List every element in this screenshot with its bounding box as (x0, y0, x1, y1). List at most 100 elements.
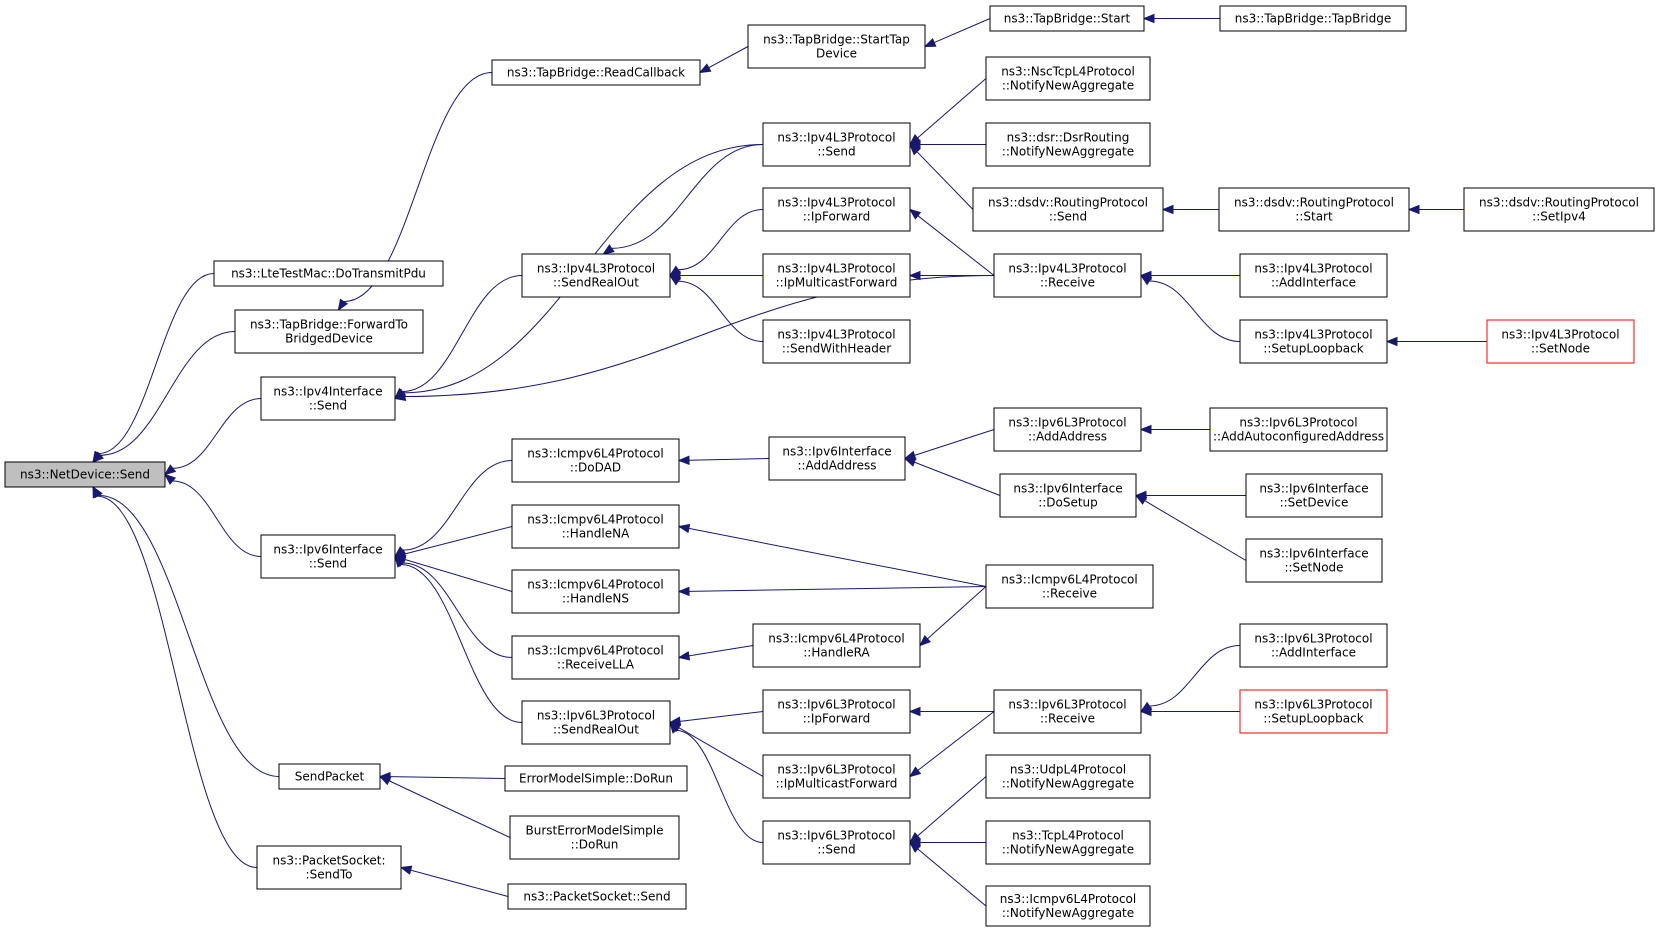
edge-icmpv6l4-handlens-to-icmpv6l4-receive (677, 586, 987, 597)
node-label-line: ns3::Ipv6L3Protocol (777, 763, 895, 777)
node-ipv6l3-sendrealout[interactable]: ns3::Ipv6L3Protocol::SendRealOut (521, 700, 671, 745)
node-label-line: ::SetupLoopback (1263, 342, 1363, 356)
node-label-line: ns3::Ipv6Interface (1013, 482, 1122, 496)
node-tapbridge-readcallback[interactable]: ns3::TapBridge::ReadCallback (491, 59, 701, 86)
node-label-line: ns3::Icmpv6L4Protocol (527, 447, 663, 461)
node-label-line: ns3::TapBridge::ReadCallback (507, 66, 685, 80)
node-sendpacket[interactable]: SendPacket (278, 763, 381, 790)
node-ltetestmac-dotransmitpdu[interactable]: ns3::LteTestMac::DoTransmitPdu (213, 260, 444, 287)
node-label-line: ::SetNode (1284, 561, 1343, 575)
node-label-line: ns3::Ipv4Interface (273, 385, 382, 399)
node-label-line: ::HandleRA (803, 646, 870, 660)
node-label-line: ::ReceiveLLA (557, 658, 635, 672)
node-ipv6interface-addaddress[interactable]: ns3::Ipv6Interface::AddAddress (768, 436, 906, 481)
node-label-line: ::SetNode (1531, 342, 1590, 356)
node-box (762, 122, 911, 167)
node-label-line: ns3::Ipv4L3Protocol (777, 262, 895, 276)
node-ipv4l3-setnode[interactable]: ns3::Ipv4L3Protocol::SetNode (1486, 319, 1635, 364)
node-box (993, 689, 1142, 734)
node-packetsocket-send[interactable]: ns3::PacketSocket::Send (507, 883, 687, 910)
edge-ipv4l3-send-to-dsrrouting-notifynewaggregate (908, 139, 986, 150)
node-ipv4l3-send[interactable]: ns3::Ipv4L3Protocol::Send (762, 122, 911, 167)
node-icmpv6l4-notifynewaggregate[interactable]: ns3::Icmpv6L4Protocol::NotifyNewAggregat… (985, 885, 1151, 927)
node-errormodelsimple-dorun[interactable]: ErrorModelSimple::DoRun (504, 765, 688, 792)
node-label-line: ::Send (817, 843, 855, 857)
node-tcpl4-notifynewaggregate[interactable]: ns3::TcpL4Protocol::NotifyNewAggregate (985, 820, 1151, 865)
node-bursterrormodelsimple-dorun[interactable]: BurstErrorModelSimple::DoRun (509, 815, 680, 860)
node-tapbridge-start[interactable]: ns3::TapBridge::Start (989, 5, 1145, 32)
node-ipv4l3-setuploopback[interactable]: ns3::Ipv4L3Protocol::SetupLoopback (1239, 319, 1388, 364)
node-icmpv6l4-receive[interactable]: ns3::Icmpv6L4Protocol::Receive (985, 564, 1154, 609)
node-ipv4l3-receive[interactable]: ns3::Ipv4L3Protocol::Receive (993, 253, 1142, 298)
node-ipv4l3-sendrealout[interactable]: ns3::Ipv4L3Protocol::SendRealOut (521, 253, 671, 298)
node-icmpv6l4-dodad[interactable]: ns3::Icmpv6L4Protocol::DoDAD (511, 438, 680, 483)
node-label-line: ns3::Ipv6Interface (273, 543, 382, 557)
edge-sendpacket-to-errormodelsimple-dorun (378, 771, 506, 782)
node-label-line: ::IpForward (803, 210, 871, 224)
node-icmpv6l4-handlera[interactable]: ns3::Icmpv6L4Protocol::HandleRA (752, 623, 921, 668)
node-ipv4l3-sendwithheader[interactable]: ns3::Ipv4L3Protocol::SendWithHeader (762, 319, 911, 364)
node-icmpv6l4-handlena[interactable]: ns3::Icmpv6L4Protocol::HandleNA (511, 504, 680, 549)
node-box (234, 309, 424, 354)
node-ipv6l3-send[interactable]: ns3::Ipv6L3Protocol::Send (762, 820, 911, 865)
node-box (260, 376, 396, 421)
node-label-line: ns3::LteTestMac::DoTransmitPdu (231, 267, 426, 281)
edge-ipv6l3-send-to-icmpv6l4-notifynewaggregate (908, 841, 987, 907)
node-ipv6interface-setnode[interactable]: ns3::Ipv6Interface::SetNode (1245, 538, 1383, 583)
node-udpl4-notifynewaggregate[interactable]: ns3::UdpL4Protocol::NotifyNewAggregate (985, 754, 1151, 799)
node-ipv4interface-send[interactable]: ns3::Ipv4Interface::Send (260, 376, 396, 421)
node-dsdv-start[interactable]: ns3::dsdv::RoutingProtocol::Start (1218, 187, 1410, 232)
node-label-line: ns3::Ipv6Interface (782, 445, 891, 459)
node-label-line: ::DoSetup (1038, 496, 1098, 510)
node-packetsocket-sendto[interactable]: ns3::PacketSocket::SendTo (256, 845, 402, 890)
edge-sendpacket-to-bursterrormodelsimple-dorun (378, 775, 511, 838)
node-nsctcpl4-notifynewaggregate[interactable]: ns3::NscTcpL4Protocol::NotifyNewAggregat… (985, 56, 1151, 101)
node-ipv6l3-addaddress[interactable]: ns3::Ipv6L3Protocol::AddAddress (993, 407, 1142, 452)
node-ipv6interface-dosetup[interactable]: ns3::Ipv6Interface::DoSetup (999, 473, 1137, 518)
node-ipv4l3-addinterface[interactable]: ns3::Ipv4L3Protocol::AddInterface (1239, 253, 1388, 298)
edge-tapbridge-readcallback-to-tapbridge-starttapdevice (698, 46, 749, 74)
edge-ipv4l3-receive-to-ipv4l3-addinterface (1139, 270, 1240, 281)
node-label-line: ::NotifyNewAggregate (1002, 79, 1134, 93)
node-box (1245, 538, 1383, 583)
node-ipv6l3-ipforward[interactable]: ns3::Ipv6L3Protocol::IpForward (762, 689, 911, 734)
node-box (762, 187, 911, 232)
node-label-line: ::Receive (1042, 587, 1097, 601)
node-ipv6l3-addinterface[interactable]: ns3::Ipv6L3Protocol::AddInterface (1239, 623, 1388, 668)
node-ipv6interface-setdevice[interactable]: ns3::Ipv6Interface::SetDevice (1245, 473, 1383, 518)
node-label-line: ns3::PacketSocket: (272, 854, 385, 868)
node-tapbridge-tapbridge[interactable]: ns3::TapBridge::TapBridge (1219, 5, 1407, 32)
node-label-line: ns3::UdpL4Protocol (1010, 763, 1126, 777)
edge-ipv6l3-send-to-tcpl4-notifynewaggregate (908, 837, 986, 848)
node-label-line: ::Start (1295, 210, 1333, 224)
node-icmpv6l4-receivella[interactable]: ns3::Icmpv6L4Protocol::ReceiveLLA (511, 635, 680, 680)
edge-icmpv6l4-handlena-to-icmpv6l4-receive (677, 523, 987, 587)
node-dsrrouting-notifynewaggregate[interactable]: ns3::dsr::DsrRouting::NotifyNewAggregate (985, 122, 1151, 167)
node-ipv6l3-ipmulticastforward[interactable]: ns3::Ipv6L3Protocol::IpMulticastForward (762, 754, 911, 799)
node-ipv4l3-ipmulticastforward[interactable]: ns3::Ipv4L3Protocol::IpMulticastForward (762, 253, 911, 298)
edge-tapbridge-start-to-tapbridge-tapbridge (1142, 13, 1220, 24)
node-ipv6l3-addautoconfiguredaddress[interactable]: ns3::Ipv6L3Protocol::AddAutoconfiguredAd… (1209, 407, 1388, 452)
node-ipv6l3-setuploopback[interactable]: ns3::Ipv6L3Protocol::SetupLoopback (1239, 689, 1388, 734)
node-dsdv-setipv4[interactable]: ns3::dsdv::RoutingProtocol::SetIpv4 (1463, 187, 1655, 232)
node-label-line: ns3::Ipv4L3Protocol (1254, 262, 1372, 276)
edge-ipv4l3-send-to-nsctcpl4-notifynewaggregate (908, 78, 987, 146)
node-ipv6interface-send[interactable]: ns3::Ipv6Interface::Send (260, 534, 396, 579)
node-label-line: ns3::TcpL4Protocol (1012, 829, 1124, 843)
node-box (999, 473, 1137, 518)
node-box (278, 763, 381, 790)
node-label-line: ns3::dsdv::RoutingProtocol (1234, 196, 1394, 210)
node-ipv4l3-ipforward[interactable]: ns3::Ipv4L3Protocol::IpForward (762, 187, 911, 232)
node-dsdv-send[interactable]: ns3::dsdv::RoutingProtocol::Send (972, 187, 1164, 232)
node-label-line: ns3::Ipv6Interface (1259, 547, 1368, 561)
edge-ipv6interface-dosetup-to-ipv6interface-setdevice (1134, 490, 1246, 501)
node-netdevice-send[interactable]: ns3::NetDevice::Send (4, 461, 166, 488)
edge-icmpv6l4-handlera-to-icmpv6l4-receive (918, 586, 987, 647)
node-label-line: Device (816, 47, 857, 61)
node-icmpv6l4-handlens[interactable]: ns3::Icmpv6L4Protocol::HandleNS (511, 569, 680, 614)
node-box (752, 623, 921, 668)
node-ipv6l3-receive[interactable]: ns3::Ipv6L3Protocol::Receive (993, 689, 1142, 734)
node-label-line: ns3::Ipv4L3Protocol (1254, 328, 1372, 342)
